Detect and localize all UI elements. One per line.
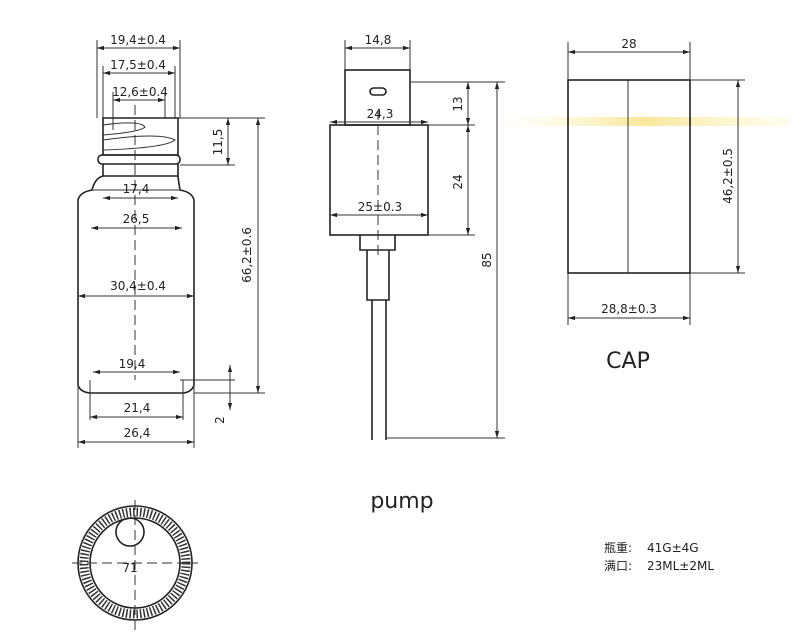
dim-85: 85 [480, 252, 494, 267]
cap-label: CAP [606, 349, 650, 374]
bottle-drawing: 19,4±0.4 17,5±0.4 12,6±0.4 11,5 66,2±0.6… [77, 33, 265, 448]
dim-24: 24 [451, 174, 465, 189]
dim-26-4: 26,4 [124, 426, 151, 440]
dim-11-5: 11,5 [211, 129, 225, 156]
bottom-mark: 71 [122, 561, 137, 575]
spec-notes: 瓶重: 41G±4G 满口: 23ML±2ML [604, 541, 714, 573]
dim-14-8: 14,8 [365, 33, 392, 47]
dim-28-8: 28,8±0.3 [601, 302, 657, 316]
note-weight-label: 瓶重: [604, 541, 632, 555]
dim-28: 28 [621, 37, 636, 51]
scan-streak [500, 117, 790, 126]
dim-19-4: 19,4±0.4 [110, 33, 166, 47]
note-weight-value: 41G±4G [647, 541, 699, 555]
dim-13: 13 [451, 96, 465, 111]
dim-25: 25±0.3 [358, 200, 402, 214]
dim-21-4: 21,4 [124, 401, 151, 415]
dim-2: 2 [213, 416, 227, 424]
dim-17-4: 17,4 [123, 182, 150, 196]
pump-label: pump [370, 489, 433, 514]
dim-46-2: 46,2±0.5 [721, 148, 735, 204]
note-capacity-label: 满口: [604, 559, 632, 573]
cap-drawing: 28 46,2±0.5 28,8±0.3 CAP [567, 37, 745, 374]
dim-12-6: 12,6±0.4 [112, 85, 168, 99]
bottle-bottom-view: 71 [72, 500, 198, 630]
dim-19-4-base: 19,4 [119, 357, 146, 371]
dim-24-3: 24,3 [367, 107, 394, 121]
dim-30-4: 30,4±0.4 [110, 279, 166, 293]
dim-26-5: 26,5 [123, 212, 150, 226]
dim-66-2: 66,2±0.6 [240, 227, 254, 283]
pump-drawing: 14,8 24,3 25±0.3 13 24 85 pump [329, 33, 505, 514]
note-capacity-value: 23ML±2ML [647, 559, 714, 573]
dim-17-5: 17,5±0.4 [110, 58, 166, 72]
